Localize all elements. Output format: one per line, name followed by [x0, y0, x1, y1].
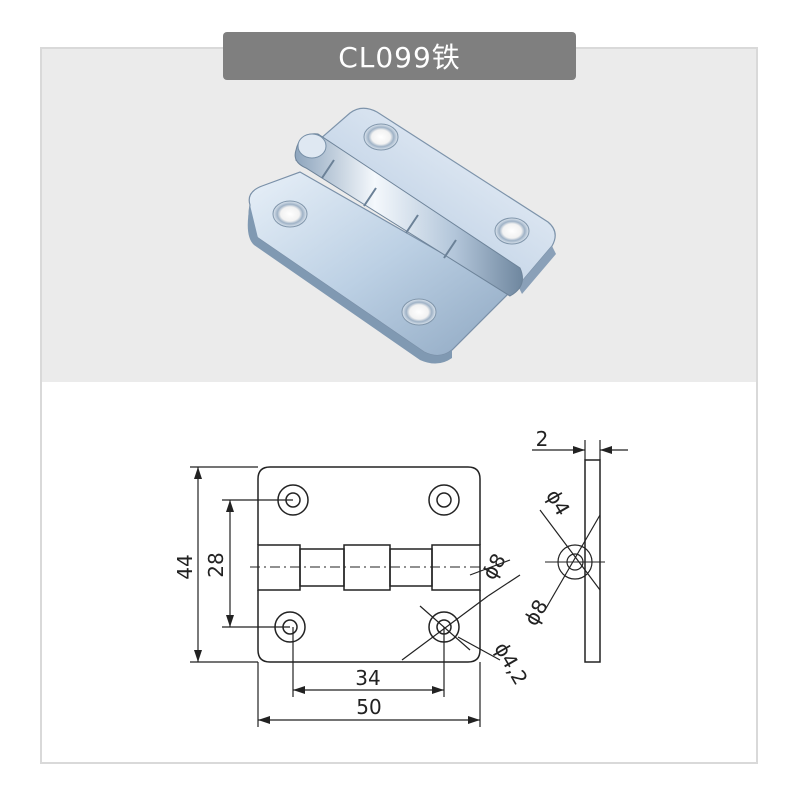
dim-width-total: 50	[356, 695, 381, 719]
product-title: CL099铁	[338, 41, 461, 74]
dimension-arrowheads	[194, 446, 612, 724]
dim-hole-diameter: ϕ4,2	[489, 638, 532, 689]
dimension-lines	[190, 466, 511, 727]
dim-hole-spacing-vertical: 28	[204, 552, 228, 577]
hinge-back-plate	[294, 107, 556, 294]
dimension-labels: 44 28 34 50 2 ϕ8 ϕ4,2 ϕ4 ϕ8	[173, 427, 575, 719]
front-view-outline	[257, 466, 481, 663]
hinge-front-plate	[247, 171, 511, 364]
technical-drawing	[190, 440, 628, 727]
knuckle-row	[250, 544, 490, 591]
dim-side-countersink-diameter: ϕ8	[519, 595, 553, 629]
hinge-knuckle-barrel	[294, 133, 523, 297]
side-view	[532, 440, 628, 663]
dim-knuckle-diameter: ϕ8	[477, 549, 511, 583]
product-title-badge: CL099铁	[223, 32, 576, 80]
hinge-photo-holes	[272, 123, 530, 326]
dim-height-total: 44	[173, 554, 197, 579]
dim-side-hole-diameter: ϕ4	[541, 485, 575, 519]
dim-hole-spacing-horizontal: 34	[355, 666, 380, 690]
hinge-photo	[247, 107, 556, 364]
dim-thickness: 2	[536, 427, 549, 451]
